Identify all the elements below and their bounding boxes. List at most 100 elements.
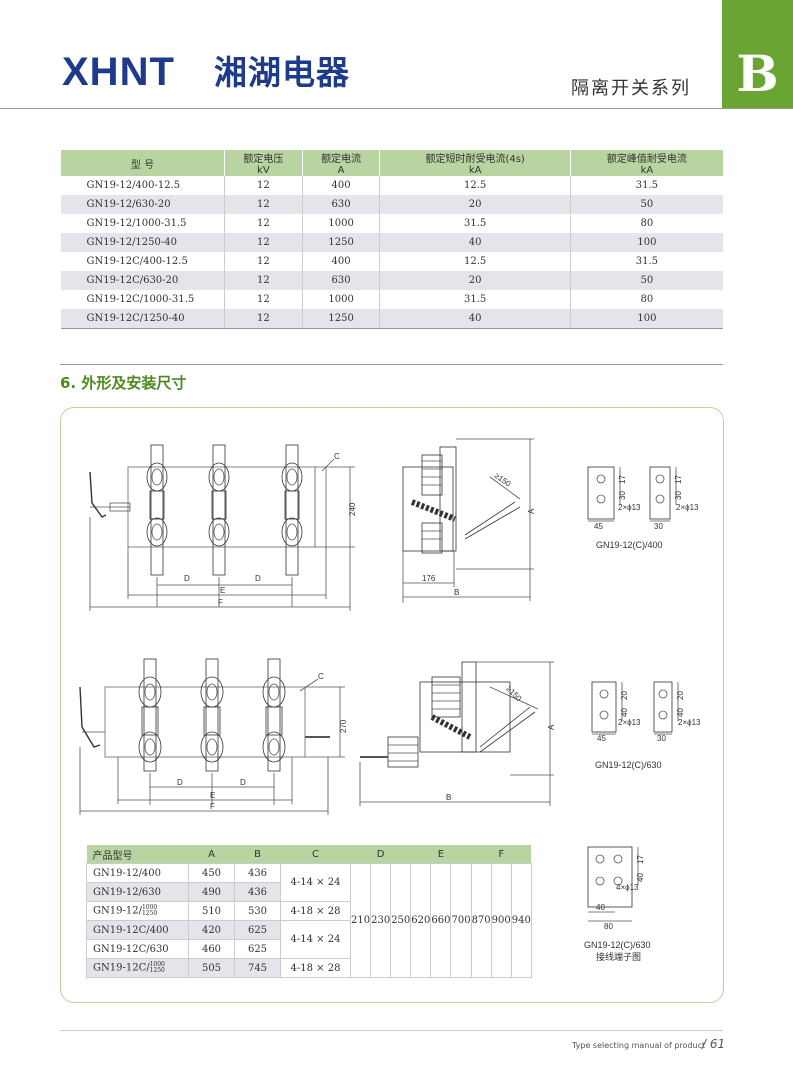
dim-17: 17 (618, 475, 627, 484)
spec-table-cell: 630 (301, 271, 380, 290)
spec-table-cell: 1250 (301, 233, 380, 252)
dim-a-cell: 420 (188, 920, 235, 940)
dim-header-cell: A (188, 845, 235, 864)
insulator-column (262, 658, 286, 772)
spec-table-cell: 31.5 (379, 290, 571, 309)
spec-table-cell: 12 (224, 214, 303, 233)
section-tab: B (722, 0, 793, 108)
dim-a-cell: 505 (188, 958, 235, 978)
label-d: D (255, 574, 261, 583)
side-view-bottom: ≥150 A B (359, 661, 556, 806)
dimension-table: 产品型号 A B C D E F GN19-12/400 450 436 4-1… (86, 845, 532, 978)
dim-e-cell: 660 (430, 863, 452, 978)
label-a: A (547, 724, 556, 730)
label-d: D (184, 574, 190, 583)
brand-logo: XHNT (62, 50, 175, 94)
spec-table-cell: 80 (569, 290, 723, 309)
footer-divider (60, 1030, 723, 1031)
label-d: D (240, 778, 246, 787)
dim-150-label: ≥150 (504, 684, 523, 703)
insulator-column (281, 444, 303, 576)
terminal-diagram-1250: 17 40 4×ϕ13 40 80 GN19-12(C)/630 接线端子图 (584, 846, 651, 962)
dim-e-cell: 700 (450, 863, 472, 978)
dim-header-cell: D (350, 845, 411, 864)
dim-d-cell: 250 (390, 863, 412, 978)
dim-c-cell: 4-18 × 28 (280, 901, 351, 921)
spec-table-cell: 31.5 (569, 176, 723, 195)
drawing-frame (60, 407, 724, 1003)
label-f: F (210, 802, 215, 811)
insulator-column (138, 658, 162, 772)
dim-header-cell: 产品型号 (86, 845, 189, 864)
dim-30: 30 (657, 734, 666, 743)
spec-header-cell: 额定短时耐受电流(4s)kA (379, 150, 571, 176)
spec-table-cell: 50 (569, 195, 723, 214)
spec-table-cell: 20 (379, 271, 571, 290)
spec-table-cell: 1250 (301, 309, 380, 329)
label-b: B (446, 793, 451, 802)
dim-model-cell: GN19-12/630 (86, 882, 189, 902)
dim-table-header: 产品型号 A B C D E F (86, 845, 532, 864)
dim-b-cell: 625 (234, 939, 281, 959)
spec-header-cell: 型 号 (60, 150, 225, 176)
hole-spec: 2×ϕ13 (678, 718, 701, 727)
spec-table-cell: GN19-12/630-20 (60, 195, 225, 214)
label-d: D (177, 778, 183, 787)
dim-20: 20 (620, 691, 629, 700)
brand-name-cn: 湘湖电器 (214, 53, 350, 92)
dim-model-cell: GN19-12C/630 (86, 939, 189, 959)
spec-table-cell: 12 (224, 309, 303, 329)
dim-30: 30 (654, 522, 663, 531)
label-f: F (218, 598, 223, 607)
dim-30: 30 (674, 491, 683, 500)
dim-45: 45 (594, 522, 603, 531)
terminal-diagram-630: 20 40 2×ϕ13 45 20 40 2×ϕ13 30 GN19-12(C)… (591, 681, 701, 770)
dim-header-cell: C (280, 845, 351, 864)
label-c: C (318, 672, 324, 681)
dim-f-cell: 870 (470, 863, 492, 978)
dim-20: 20 (676, 691, 685, 700)
spec-table-cell: 12.5 (379, 176, 571, 195)
terminal-caption: GN19-12(C)/630 (595, 760, 662, 770)
dim-model-cell: GN19-12C/400 (86, 920, 189, 940)
label-c: C (334, 452, 340, 461)
dim-f-cell: 940 (510, 863, 532, 978)
spec-table-cell: 31.5 (379, 214, 571, 233)
label-b: B (454, 588, 459, 597)
dim-80: 80 (604, 922, 613, 931)
dim-table-row: GN19-12/630 490 436 (86, 882, 532, 902)
dim-40: 40 (596, 903, 605, 912)
spec-table-cell: 630 (301, 195, 380, 214)
insulator-column (208, 444, 230, 576)
spec-table-cell: 80 (569, 214, 723, 233)
insulator-column (146, 444, 168, 576)
spec-table-cell: 12 (224, 252, 303, 271)
dim-d-cell: 230 (370, 863, 392, 978)
hole-spec: 4×ϕ13 (616, 883, 639, 892)
dim-270-label: 270 (339, 719, 348, 733)
hole-spec: 2×ϕ13 (618, 503, 641, 512)
dim-a-cell: 460 (188, 939, 235, 959)
dim-d-cell: 210 (349, 863, 372, 978)
dim-b-cell: 745 (234, 958, 281, 978)
spec-table-cell: 12 (224, 290, 303, 309)
dim-176-label: 176 (422, 574, 436, 583)
spec-table-cell: GN19-12/1000-31.5 (86, 218, 187, 229)
spec-table-cell: 31.5 (569, 252, 723, 271)
dim-header-cell: B (234, 845, 281, 864)
side-view-top: ≥150 A 176 B (402, 438, 536, 603)
section-heading: 6. 外形及安装尺寸 (60, 374, 187, 392)
spec-table-cell: 40 (379, 233, 571, 252)
spec-table-cell: 12 (224, 195, 303, 214)
spec-table-cell: GN19-12C/1250-40 (60, 309, 225, 329)
dim-b-cell: 436 (234, 882, 281, 902)
dim-40: 40 (636, 873, 645, 882)
